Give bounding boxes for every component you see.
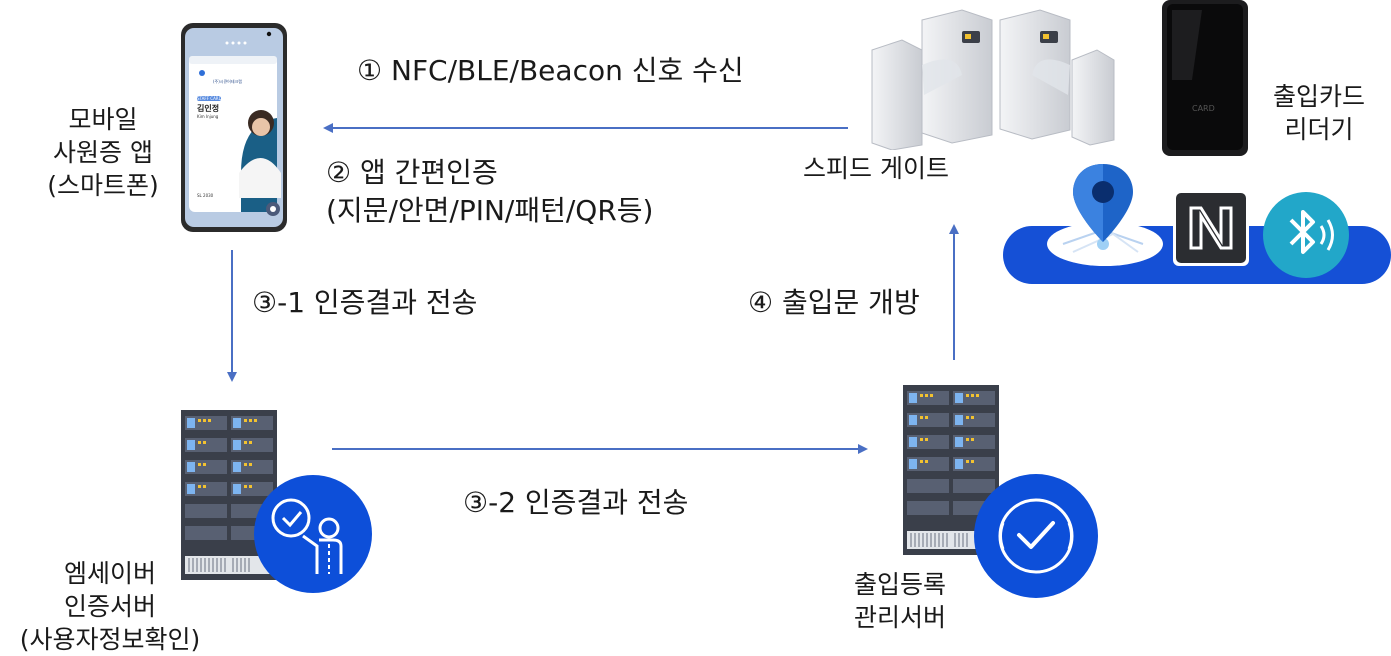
bluetooth-icon bbox=[1261, 190, 1351, 280]
nfc-icon bbox=[1173, 190, 1249, 266]
card-name-en: Kim Injung bbox=[197, 114, 219, 119]
reader-label-line2: 리더기 bbox=[1284, 115, 1354, 144]
phone-label: 모바일 사원증 앱 (스마트폰) bbox=[28, 103, 178, 202]
step-2-text: ② 앱 간편인증 (지문/안면/PIN/패턴/QR등) bbox=[326, 155, 654, 229]
phone-label-line2: 사원증 앱 bbox=[53, 138, 153, 167]
step-1-text: ① NFC/BLE/Beacon 신호 수신 bbox=[357, 54, 744, 87]
card-name: 김인정 bbox=[197, 104, 220, 113]
location-pin-icon bbox=[1043, 160, 1163, 268]
step-2-line2: (지문/안면/PIN/패턴/QR등) bbox=[326, 194, 654, 227]
shield-check-icon bbox=[973, 473, 1099, 599]
speed-gate bbox=[862, 5, 1124, 151]
step-2-line1: ② 앱 간편인증 bbox=[326, 156, 498, 189]
mgmt-server-label-line2: 관리서버 bbox=[853, 603, 946, 632]
auth-server-label-line2: 인증서버 bbox=[63, 592, 156, 621]
reader-label: 출입카드 리더기 bbox=[1254, 80, 1384, 146]
card-reader-text: CARD bbox=[1192, 104, 1215, 113]
step-31-text: ③-1 인증결과 전송 bbox=[252, 286, 478, 319]
card-company: (주)시큐어테크랩 bbox=[213, 79, 242, 84]
user-check-icon bbox=[253, 474, 373, 594]
mgmt-server-label: 출입등록 관리서버 bbox=[820, 568, 980, 634]
auth-server-label: 엠세이버 인증서버 (사용자정보확인) bbox=[10, 557, 210, 656]
step-4-text: ④ 출입문 개방 bbox=[748, 286, 920, 319]
mobile-phone: STAFF CARD (주)시큐어테크랩 김인정 Kim Injung SL 2… bbox=[181, 23, 287, 232]
card-reader: CARD bbox=[1162, 0, 1248, 156]
auth-server-label-line1: 엠세이버 bbox=[63, 559, 156, 588]
gate-label: 스피드 게이트 bbox=[803, 154, 949, 183]
card-tag: STAFF CARD bbox=[197, 96, 222, 101]
card-id: SL 2030 bbox=[197, 193, 214, 198]
phone-label-line3: (스마트폰) bbox=[47, 171, 159, 200]
auth-server-label-line3: (사용자정보확인) bbox=[19, 625, 201, 654]
reader-label-line1: 출입카드 bbox=[1272, 82, 1365, 111]
phone-label-line1: 모바일 bbox=[68, 105, 138, 134]
step-32-text: ③-2 인증결과 전송 bbox=[463, 486, 689, 519]
mgmt-server-label-line1: 출입등록 bbox=[853, 570, 946, 599]
